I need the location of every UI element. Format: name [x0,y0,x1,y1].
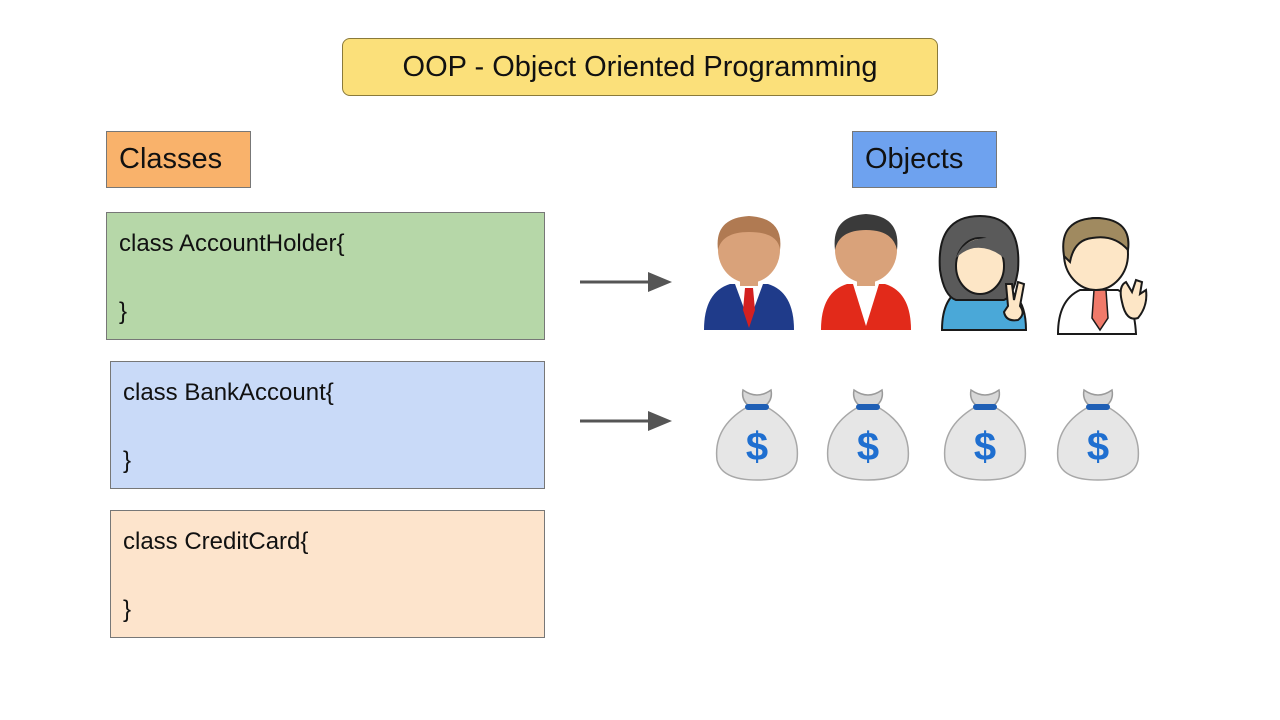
svg-text:$: $ [857,425,879,469]
class-account-holder-box: class AccountHolder{ } [106,212,545,340]
money-bag-icon: $ [715,388,799,481]
class-closing-brace: } [123,596,132,623]
man-navy-suit-icon [704,216,794,330]
svg-text:$: $ [1087,425,1109,469]
objects-label: Objects [852,131,997,188]
man-waving-icon [1056,216,1148,335]
arrow-right-icon [580,272,672,292]
class-header: class AccountHolder{ [119,230,345,257]
class-closing-brace: } [123,447,132,474]
class-closing-brace: } [119,298,128,325]
class-credit-card-box: class CreditCard{ } [110,510,545,638]
woman-peace-sign-icon [938,214,1028,331]
page-title: OOP - Object Oriented Programming [342,38,938,96]
class-bank-account-box: class BankAccount{ } [110,361,545,489]
svg-text:$: $ [974,425,996,469]
class-header: class BankAccount{ [123,379,334,406]
man-red-jacket-icon [821,214,911,330]
classes-label: Classes [106,131,251,188]
class-header: class CreditCard{ [123,528,309,555]
svg-text:$: $ [746,425,768,469]
money-bag-icon: $ [1056,388,1140,481]
money-bag-icon: $ [826,388,910,481]
arrow-right-icon [580,411,672,431]
money-bag-icon: $ [943,388,1027,481]
